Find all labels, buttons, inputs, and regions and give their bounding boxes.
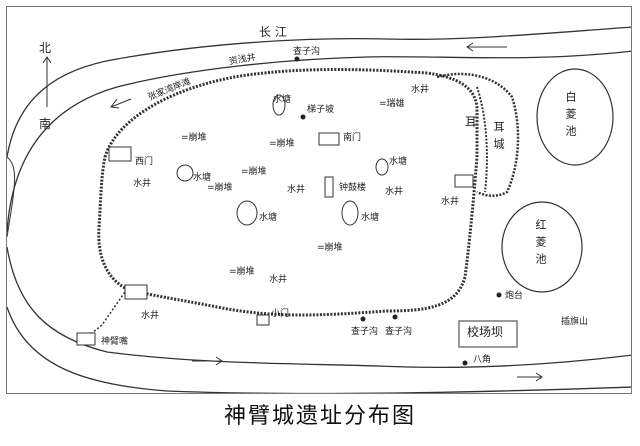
label-lanchao-d: =崩堆 <box>207 183 233 193</box>
label-tizibao: 梯子坡 <box>307 105 335 115</box>
map-caption: 神臂城遗址分布图 <box>223 404 416 429</box>
river-arrows <box>42 42 543 382</box>
river-bank-south-outer <box>7 306 631 393</box>
label-lanchao-c: =崩堆 <box>241 167 267 177</box>
label-well-b: 水井 <box>287 185 306 195</box>
small-gate-icon <box>256 314 270 326</box>
compass-north: 北 <box>39 41 52 55</box>
label-wenmiao: 神臂嘴 <box>101 337 129 347</box>
label-jiaochangba: 校场坝 <box>467 325 504 339</box>
west-gate-icon <box>108 146 132 162</box>
label-bajiao: 八角 <box>473 355 492 365</box>
jiaochangba-box <box>458 320 518 348</box>
label-lanchao-b: =崩堆 <box>269 139 295 149</box>
pond-shape <box>176 164 194 182</box>
pond-shape <box>341 200 359 226</box>
label-well-c: 水井 <box>385 187 404 197</box>
label-well-f: 水井 <box>441 197 460 207</box>
label-chanchao: =瑞雄 <box>379 99 405 109</box>
label-nanmen: 南门 <box>343 133 362 143</box>
label-zhonglou: 钟鼓楼 <box>339 183 367 193</box>
ear-city-divider <box>476 86 488 193</box>
well-dots <box>294 56 502 366</box>
pagoda-icon <box>324 176 334 198</box>
label-well-d: 水井 <box>269 275 288 285</box>
map-frame: 长 江 北 南 白菱池 红菱池 耳 耳城 张家湾岸滩 资浅井 查子沟 梯子坡 水… <box>6 6 632 394</box>
label-pond-a: 水塘 <box>273 95 292 105</box>
label-pond-c: 水塘 <box>259 213 278 223</box>
pond-shape <box>272 94 286 116</box>
white-pond-label: 白菱池 <box>564 91 577 142</box>
label-paotai: 炮台 <box>505 291 524 301</box>
river-bank-north-inner <box>7 50 631 233</box>
pond-shape <box>375 158 389 176</box>
river-label: 长 江 <box>259 25 287 39</box>
label-lanchao-e: =崩堆 <box>317 243 343 253</box>
wenmiao-icon <box>76 332 96 346</box>
label-well-e: 水井 <box>141 311 160 321</box>
label-pond-e: 水塘 <box>389 157 408 167</box>
map-drawing <box>7 26 631 393</box>
east-gate-icon <box>454 174 474 188</box>
label-dongjiashan: 插旗山 <box>561 317 589 327</box>
label-xiaomen: 小门 <box>271 309 290 319</box>
wing-city-right: 耳城 <box>492 121 505 155</box>
red-pond-label: 红菱池 <box>534 219 547 270</box>
pond-shape <box>236 200 258 226</box>
label-lanchao-f: =崩堆 <box>229 267 255 277</box>
label-ximen: 西门 <box>135 157 154 167</box>
label-pond-b: 水塘 <box>193 173 212 183</box>
label-pond-d: 水塘 <box>361 213 380 223</box>
river-bank-west <box>7 156 15 238</box>
river-bank-north <box>7 26 631 158</box>
south-gate-icon <box>124 284 148 300</box>
red-pond <box>501 201 583 293</box>
wing-city-left: 耳 <box>465 115 478 129</box>
path-sw <box>86 288 128 338</box>
label-lanchao-a: =崩堆 <box>181 133 207 143</box>
compass-south: 南 <box>39 117 52 131</box>
label-yazigou-a: 查子沟 <box>351 327 379 337</box>
label-well-g: 水井 <box>411 85 430 95</box>
drum-tower-icon <box>318 132 340 146</box>
city-wall <box>97 68 479 317</box>
river-bank-south <box>7 246 631 369</box>
white-pond <box>536 68 614 166</box>
label-well-a: 水井 <box>133 179 152 189</box>
label-yazigou-b: 查子沟 <box>385 327 413 337</box>
label-zhayigou-top: 查子沟 <box>293 47 321 57</box>
